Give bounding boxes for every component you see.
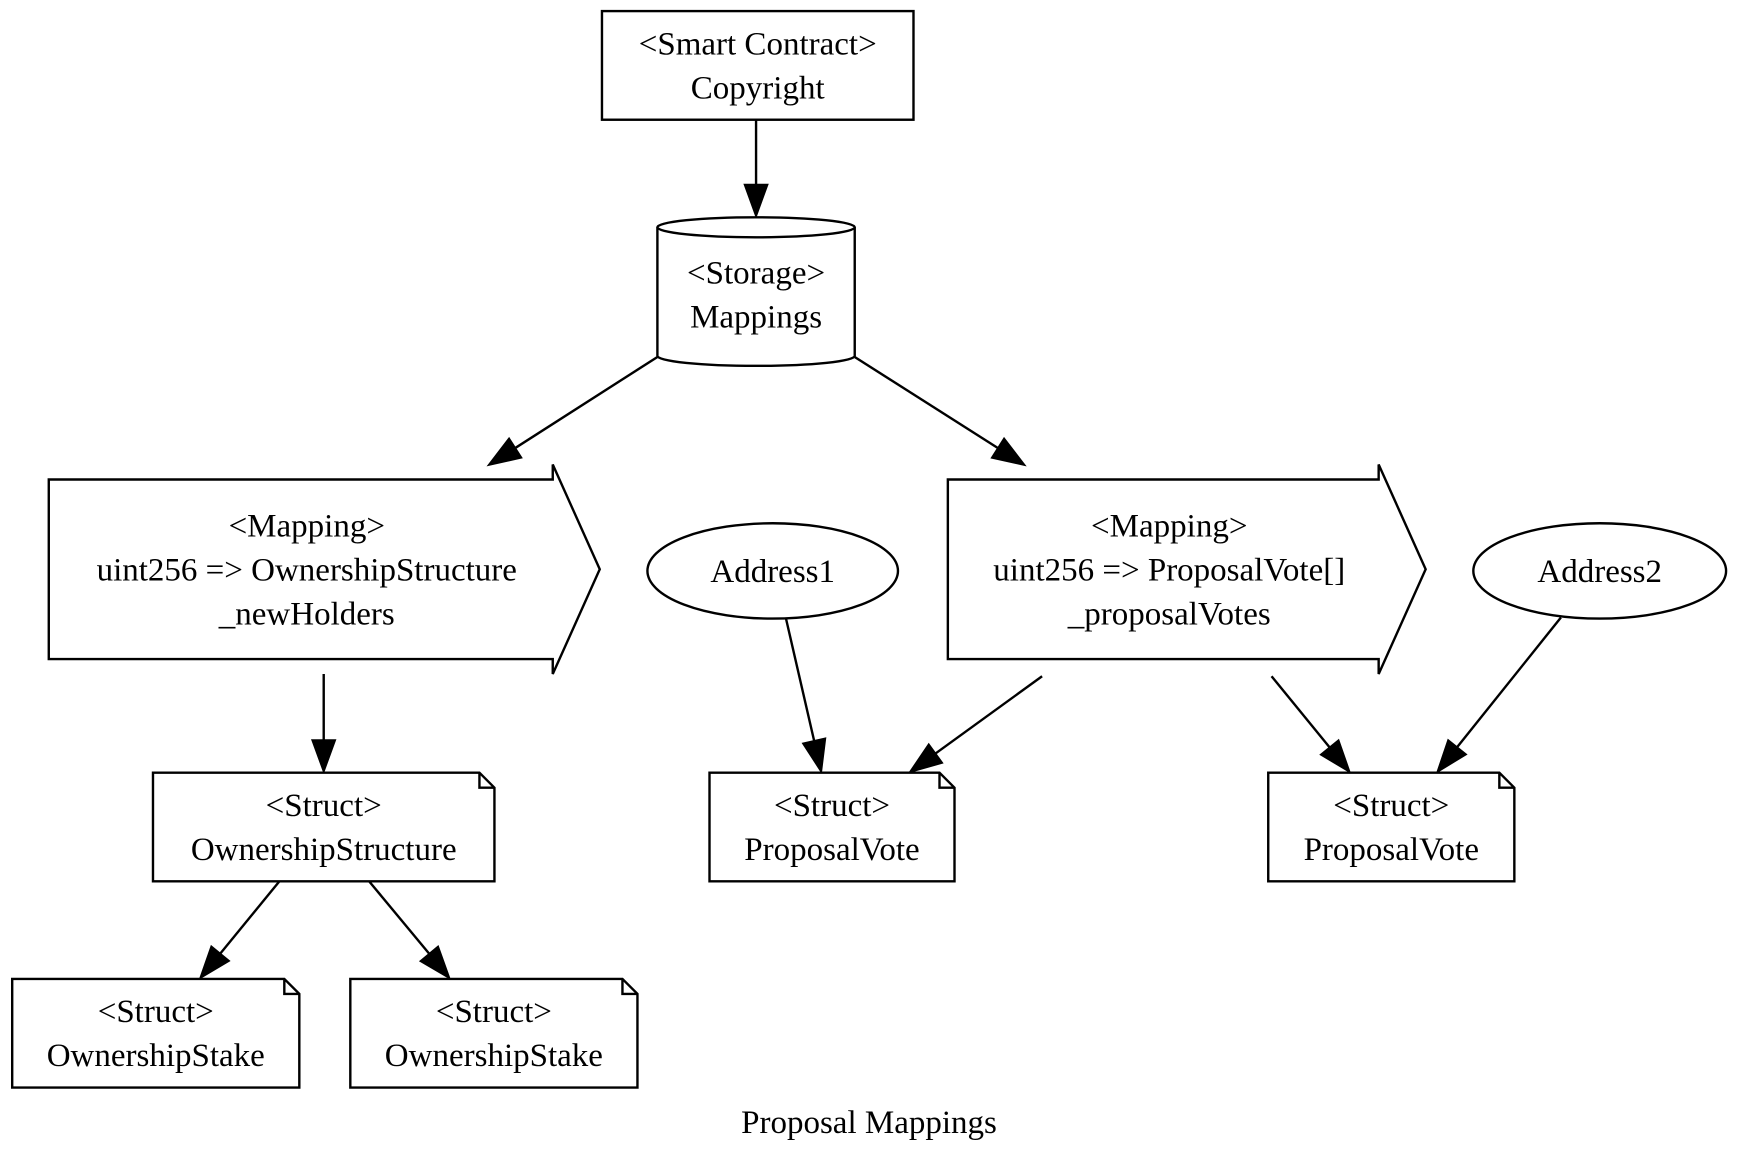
node-label-line: <Mapping> (1091, 508, 1247, 544)
node-label-line: _newHolders (218, 596, 395, 632)
edge-line (1456, 616, 1562, 748)
arrowhead-icon (907, 742, 944, 774)
arrowhead-icon (990, 436, 1027, 467)
node-address1: Address1 (646, 522, 900, 620)
node-mapping-votes: <Mapping> uint256 => ProposalVote[] _propo… (946, 464, 1427, 675)
note-fold (938, 772, 955, 789)
edge-address2-to-struct_vote2 (1435, 616, 1562, 774)
arrowhead-icon (801, 737, 827, 775)
arrowhead-icon (310, 739, 337, 775)
node-label-line: Address2 (1537, 554, 1662, 590)
node-label-line: Copyright (691, 70, 825, 106)
note-shape (349, 977, 639, 1089)
box-shape (600, 9, 915, 121)
edge-line (784, 618, 816, 741)
ellipse-shape (646, 522, 900, 620)
diagram-caption: Proposal Mappings (741, 1105, 997, 1141)
node-struct-ownership: <Struct> OwnershipStructure (151, 771, 496, 883)
edges-layer (198, 119, 1562, 981)
node-label-line: OwnershipStructure (191, 832, 457, 868)
edge-line (368, 880, 430, 955)
edge-mapping_holders-to-struct_ownership (310, 674, 337, 775)
node-struct-stake2: <Struct> OwnershipStake (349, 977, 639, 1089)
node-label-line: <Struct> (436, 994, 552, 1030)
node-label-line: Mappings (690, 300, 822, 336)
edge-storage-to-mapping_votes (854, 355, 1027, 467)
node-mapping-holders: <Mapping> uint256 => OwnershipStructure _n… (47, 464, 602, 675)
node-struct-stake1: <Struct> OwnershipStake (10, 977, 301, 1089)
mapping-arrow-shape (47, 464, 602, 675)
nodes-layer: <Smart Contract> Copyright <Storage> Mappin… (10, 9, 1728, 1089)
note-fold (621, 978, 638, 996)
cylinder-rim (656, 226, 856, 239)
node-label-line: uint256 => OwnershipStructure (97, 552, 517, 588)
node-label-line: OwnershipStake (47, 1038, 265, 1074)
ellipse-shape (1472, 522, 1728, 620)
node-copyright: <Smart Contract> Copyright (600, 9, 915, 121)
node-label-line: uint256 => ProposalVote[] (993, 552, 1345, 588)
edge-storage-to-mapping_holders (486, 355, 659, 467)
node-label-line: <Struct> (266, 788, 382, 824)
edge-mapping_votes-to-struct_vote2 (1270, 675, 1352, 774)
node-label-line: <Struct> (774, 788, 890, 824)
note-shape (708, 771, 956, 883)
edge-mapping_votes-to-struct_vote1 (907, 675, 1043, 774)
node-label-line: <Mapping> (229, 508, 385, 544)
note-fold (478, 772, 495, 789)
node-struct-vote2: <Struct> ProposalVote (1267, 771, 1516, 883)
node-label-line: <Struct> (1333, 788, 1449, 824)
node-label-line: <Storage> (687, 256, 825, 292)
edge-struct_ownership-to-struct_stake2 (368, 880, 452, 981)
node-label-line: <Struct> (98, 994, 214, 1030)
node-label-line: OwnershipStake (385, 1038, 603, 1074)
arrowhead-icon (418, 944, 452, 981)
note-fold (1498, 772, 1515, 789)
node-label-line: Address1 (710, 554, 835, 590)
edge-address1-to-struct_vote1 (784, 618, 827, 775)
cylinder-body (656, 216, 856, 368)
node-struct-vote1: <Struct> ProposalVote (708, 771, 956, 883)
note-shape (1267, 771, 1516, 883)
arrowhead-icon (1319, 738, 1352, 774)
edge-struct_ownership-to-struct_stake1 (198, 880, 281, 981)
edge-line (935, 675, 1043, 755)
note-shape (10, 977, 301, 1089)
edge-copyright-to-storage (743, 119, 769, 219)
arrowhead-icon (198, 944, 231, 981)
arrowhead-icon (486, 436, 523, 467)
mapping-arrow-shape (946, 464, 1427, 675)
arrowhead-icon (1435, 738, 1468, 774)
edge-line (1270, 675, 1331, 748)
node-label-line: _proposalVotes (1067, 596, 1271, 632)
node-address2: Address2 (1472, 522, 1728, 620)
node-label-line: ProposalVote (744, 832, 919, 868)
node-label-line: <Smart Contract> (639, 26, 877, 62)
edge-line (219, 880, 281, 955)
note-fold (283, 978, 300, 996)
arrowhead-icon (743, 183, 769, 219)
node-storage: <Storage> Mappings (656, 216, 856, 368)
edge-line (854, 355, 999, 449)
edge-line (514, 355, 659, 449)
node-label-line: ProposalVote (1304, 832, 1479, 868)
note-shape (151, 771, 496, 883)
